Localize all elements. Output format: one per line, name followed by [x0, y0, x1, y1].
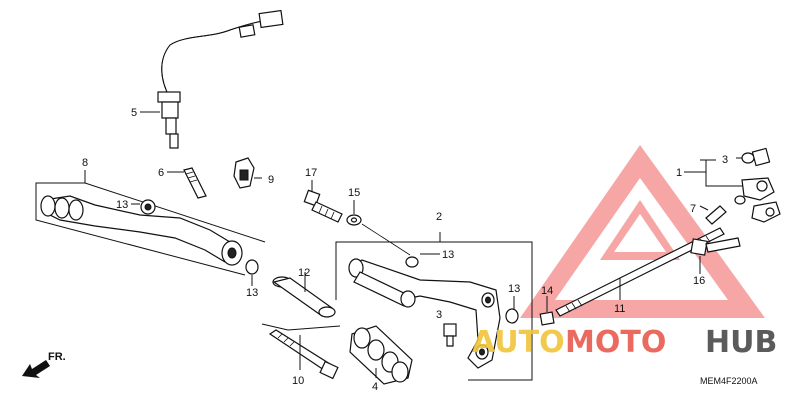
bolt-part-3-lower: [443, 323, 457, 347]
callout-12: 12: [298, 267, 310, 279]
callout-13-d: 13: [508, 283, 520, 295]
sensor-cable-assembly: [157, 9, 284, 149]
footpeg-bracket-part-2: [335, 232, 533, 381]
bolt-part-3-upper: [736, 147, 771, 167]
tie-rod-part-11: [555, 227, 725, 317]
nut-part-14: [539, 296, 555, 326]
callout-10: 10: [292, 375, 304, 387]
watermark-hub: HUB: [705, 325, 777, 360]
callout-8: 8: [82, 157, 88, 169]
callout-2: 2: [436, 211, 442, 223]
callout-14: 14: [541, 285, 553, 297]
footpeg-rubber-part-4: [349, 325, 413, 385]
front-arrow-label: FR.: [48, 351, 66, 363]
callout-9: 9: [268, 174, 274, 186]
washer-part-7: [699, 195, 746, 225]
callout-labels: 5 6 9 8 13 13 17 15 2 13 12 13 3 14 11 1…: [82, 107, 728, 393]
bolt-part-16: [690, 237, 741, 274]
callout-17: 17: [305, 167, 317, 179]
callout-7: 7: [690, 203, 696, 215]
watermark-moto: MOTO: [565, 325, 666, 360]
callout-13-b: 13: [246, 287, 258, 299]
front-direction-arrow: FR.: [22, 351, 66, 378]
diagram-code: MEM4F2200A: [700, 376, 758, 386]
switch-part-9: [233, 157, 262, 189]
callout-1: 1: [676, 167, 682, 179]
callout-3-upper: 3: [722, 154, 728, 166]
rod-end-part-1: [684, 159, 781, 223]
callout-6: 6: [158, 167, 164, 179]
bolt-part-10: [261, 323, 341, 380]
watermark-auto: AUTO: [472, 325, 565, 360]
callout-4: 4: [372, 381, 378, 393]
callout-3-lower: 3: [436, 309, 442, 321]
callout-15: 15: [348, 187, 360, 199]
washer-part-15: [346, 200, 411, 256]
shaft-part-12: [272, 272, 336, 318]
watermark-logo: [520, 145, 765, 318]
watermark-text: AUTO MOTO HUB: [472, 325, 777, 360]
pin-part-6: [183, 167, 207, 199]
callout-13-a: 13: [116, 199, 128, 211]
callout-13-c: 13: [442, 249, 454, 261]
callout-16: 16: [693, 275, 705, 287]
gearshift-pedal-part-8: [35, 170, 266, 276]
bolt-part-17: [303, 189, 343, 223]
callout-11: 11: [614, 303, 625, 315]
callout-5: 5: [131, 107, 137, 119]
